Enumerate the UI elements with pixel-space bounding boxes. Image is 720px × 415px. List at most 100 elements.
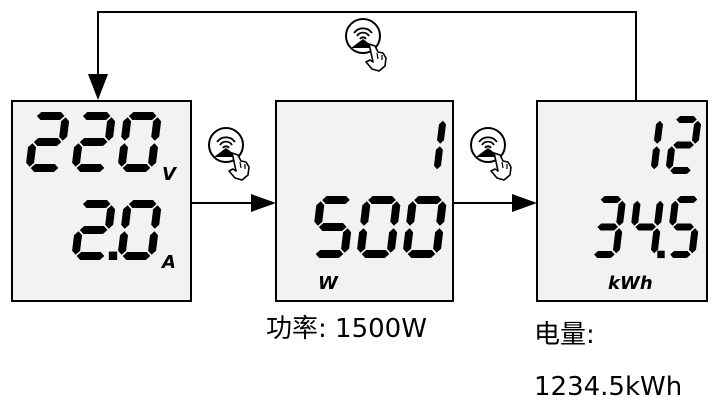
lcd-digit: 5 xyxy=(314,196,352,258)
finger-line xyxy=(376,52,379,60)
lcd-segment xyxy=(654,200,664,226)
lcd-segment xyxy=(666,146,675,170)
signal-arc xyxy=(222,145,230,149)
lcd-digit: 2 xyxy=(72,200,116,260)
signal-arc xyxy=(219,140,233,146)
signal-arc xyxy=(216,136,236,143)
lcd-segment xyxy=(600,196,622,203)
lcd-segment xyxy=(128,200,157,208)
lcd-segment xyxy=(122,252,151,260)
signal-arc xyxy=(356,31,370,37)
lcd-screen-power: 1 500 W xyxy=(275,100,454,302)
lcd-segment xyxy=(390,201,401,226)
unit-voltage: V xyxy=(162,164,178,185)
lcd-segment xyxy=(322,196,350,204)
lcd-segment xyxy=(670,251,691,258)
lcd-segment xyxy=(314,201,325,226)
lcd-segment xyxy=(315,250,344,258)
lcd-segment xyxy=(594,251,615,258)
lcd-segment xyxy=(673,141,694,149)
lcd-screen-energy: 12 345 kWh xyxy=(536,100,708,302)
lcd-digit: 2 xyxy=(72,112,116,172)
lcd-segment xyxy=(407,250,436,258)
pointing-hand xyxy=(228,152,250,181)
connector-2-3-arrowhead xyxy=(512,194,537,212)
lcd-digit: 2 xyxy=(666,116,701,174)
lcd-segment xyxy=(82,112,111,120)
lcd-segment xyxy=(635,223,656,231)
caption-power-label: 功率: xyxy=(266,314,327,344)
lcd-segment xyxy=(616,200,626,226)
lcd-segment xyxy=(118,231,128,255)
lcd-segment xyxy=(72,231,82,255)
lcd-segment xyxy=(676,116,697,123)
lcd-segment xyxy=(357,228,368,253)
lcd-segment xyxy=(631,200,641,226)
lcd-segment xyxy=(689,228,699,254)
signal-arc xyxy=(478,136,498,143)
lcd-segment xyxy=(30,164,59,172)
lcd-segment xyxy=(361,250,390,258)
lcd-segment xyxy=(121,117,132,141)
lcd-digit: 0 xyxy=(118,200,162,260)
lcd-digit: 2 xyxy=(26,112,70,172)
finger-line xyxy=(239,161,242,169)
signal-arc xyxy=(353,27,373,34)
pointing-hand xyxy=(365,43,387,72)
lcd-digit: 3 xyxy=(594,196,626,258)
lcd-segment xyxy=(148,143,158,167)
lcd-segment xyxy=(72,143,82,167)
lcd-digit: 1 xyxy=(434,120,446,170)
pointing-hand xyxy=(490,152,512,181)
lcd-segment xyxy=(79,226,108,234)
lcd-segment xyxy=(118,143,128,167)
lcd-frame xyxy=(275,100,454,302)
lcd-segment xyxy=(76,252,105,260)
lcd-digits-power-top: 1 xyxy=(434,120,446,170)
lcd-digits-energy-top: 12 xyxy=(651,116,701,174)
lcd-segment xyxy=(406,201,417,226)
lcd-segment xyxy=(669,200,679,226)
lcd-segment xyxy=(368,196,396,204)
touch-button-icon xyxy=(470,127,512,181)
lcd-segment xyxy=(151,117,162,141)
lcd-digit: 0 xyxy=(403,196,447,258)
caption-power-value: 1500W xyxy=(335,314,427,344)
lcd-segment xyxy=(387,228,398,253)
lcd-segment xyxy=(651,146,660,170)
lcd-segment xyxy=(436,201,447,226)
lcd-segment xyxy=(341,228,352,253)
lcd-segment xyxy=(26,143,36,167)
lcd-screen-voltage-current: 220 V 20 A xyxy=(11,100,192,302)
lcd-segment xyxy=(654,120,663,144)
lcd-segment xyxy=(59,117,70,141)
lcd-segment xyxy=(76,164,105,172)
lcd-digit: 4 xyxy=(631,200,664,254)
lcd-segment xyxy=(122,164,151,172)
lcd-segment xyxy=(433,228,444,253)
lcd-segment xyxy=(692,120,701,144)
lcd-segment xyxy=(151,205,162,229)
lcd-segment xyxy=(437,120,446,144)
lcd-segment xyxy=(33,138,62,146)
lcd-segment xyxy=(105,117,116,141)
lcd-segment xyxy=(597,223,618,231)
return-loop-arrowhead xyxy=(88,74,108,100)
lcd-segment xyxy=(121,205,132,229)
lcd-decimal-point xyxy=(108,251,118,260)
connector-1-2-arrowhead xyxy=(251,194,276,212)
lcd-segment xyxy=(79,138,108,146)
lcd-segment xyxy=(148,231,158,255)
lcd-segment xyxy=(434,146,443,170)
lcd-segment xyxy=(82,200,111,208)
lcd-digit: 0 xyxy=(118,112,162,172)
lcd-digits-power-bottom: 500 xyxy=(314,196,447,258)
lcd-digits-current: 20 xyxy=(72,200,162,260)
signal-arc xyxy=(359,36,367,40)
lcd-segment xyxy=(128,112,157,120)
caption-energy-value: 1234.5kWh xyxy=(534,372,683,402)
lcd-digits-voltage: 220 xyxy=(26,112,162,172)
lcd-digit: 5 xyxy=(669,196,699,258)
lcd-digit: 1 xyxy=(651,120,663,170)
